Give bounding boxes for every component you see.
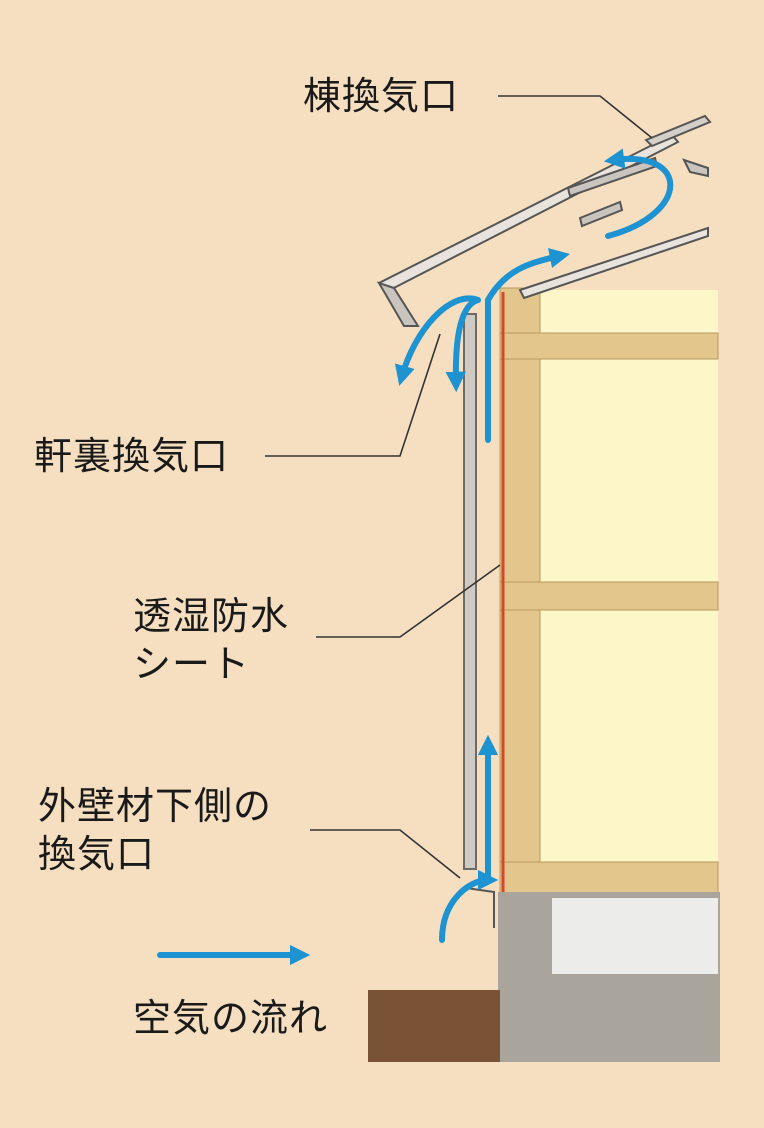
airflow-lower-intake — [439, 869, 499, 943]
leader-lines — [265, 95, 653, 879]
label-lower-vent-line1: 外壁材下側の — [38, 784, 273, 828]
leader-membrane — [316, 564, 501, 638]
ridge-board-2 — [578, 200, 624, 228]
airflow-eave-left — [394, 295, 481, 386]
label-membrane-line1: 透湿防水 — [133, 594, 290, 638]
airflow-arrows — [157, 148, 674, 966]
earth-ground — [368, 990, 500, 1062]
airflow-eave-down — [445, 297, 481, 393]
exterior-siding — [463, 313, 477, 870]
label-eave-vent: 軒裏換気口 — [34, 434, 230, 478]
label-ridge-vent: 棟換気口 — [303, 74, 460, 118]
leader-eave-vent — [265, 333, 441, 457]
airflow-roof-up — [485, 247, 571, 303]
drip-flashing — [465, 887, 495, 928]
ridge-board — [566, 156, 659, 198]
eave-fascia — [376, 281, 420, 327]
label-membrane-line2: シート — [133, 642, 251, 686]
legend-label: 空気の流れ — [133, 996, 329, 1040]
leader-ridge-vent — [498, 95, 653, 139]
ridge-side — [682, 158, 709, 178]
leader-lower-vent — [310, 829, 461, 879]
label-lower-vent-line2: 換気口 — [38, 832, 156, 876]
foundation-opening — [552, 898, 718, 974]
wood-frame — [499, 287, 719, 899]
roof — [376, 114, 712, 327]
ridge-cap — [644, 114, 712, 148]
airflow-ridge-out — [603, 148, 674, 239]
roof-inner-board — [518, 226, 709, 300]
